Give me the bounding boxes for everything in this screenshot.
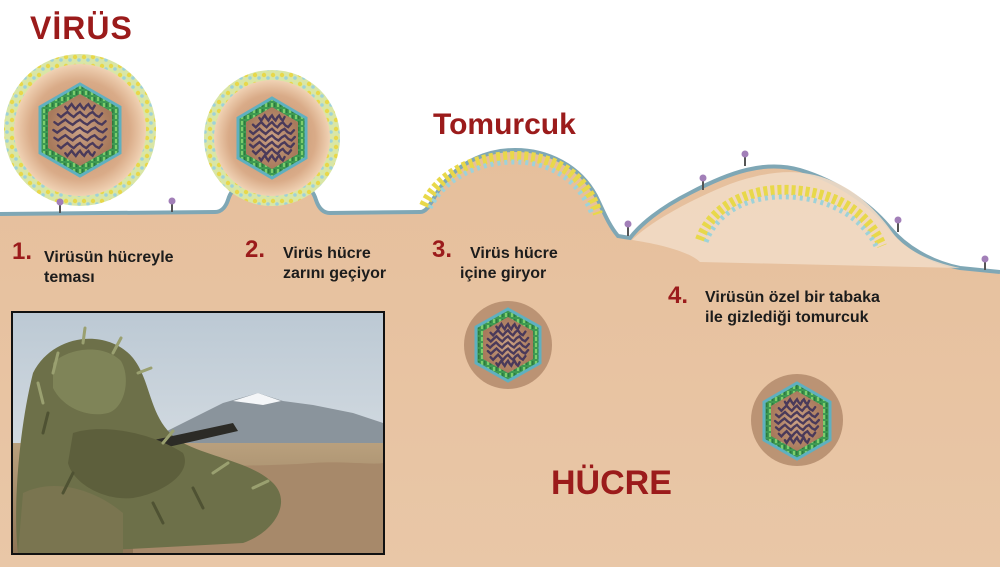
- rna-coil-segment: [53, 133, 107, 142]
- budding-envelope: [419, 150, 603, 216]
- rna-coil-segment: [489, 352, 527, 362]
- rna-coil-segment: [486, 334, 530, 344]
- step-1-line2: teması: [44, 269, 95, 286]
- rna-coil-segment: [783, 435, 811, 446]
- cell-label: HÜCRE: [551, 464, 672, 502]
- rna-coil-segment: [64, 148, 96, 158]
- photo-illustration: [13, 313, 383, 553]
- receptor-icon: [981, 255, 989, 270]
- rna-coil-segment: [774, 423, 820, 432]
- rna-coil-segment: [248, 140, 296, 149]
- step-4-line2: ile gizlediği tomurcuk: [705, 309, 869, 326]
- membrane-receptors: [56, 150, 989, 270]
- rna-coil-segment: [489, 328, 527, 338]
- virus-stage-2: [204, 70, 340, 206]
- step-1-number: 1.: [12, 238, 33, 265]
- budding-envelope-2: [695, 184, 887, 249]
- rna-coil-segment: [777, 429, 817, 439]
- step-2-line2: zarını geçiyor: [283, 265, 387, 282]
- rna-coil-segment: [495, 358, 521, 369]
- ghillie-suit-figure: [16, 326, 282, 553]
- rna-coil-segment: [251, 147, 293, 156]
- rna-coil-segment: [485, 340, 531, 350]
- bud-pocket: [632, 172, 960, 268]
- rna-coil-segment: [495, 321, 521, 332]
- rna-coil-segment: [64, 102, 96, 112]
- rna-coil-segment: [258, 113, 286, 123]
- rna-coil-segment: [773, 416, 821, 426]
- receptor-icon: [894, 216, 902, 232]
- rna-coil-segment: [777, 403, 817, 413]
- internal-capsid-3: [464, 301, 552, 389]
- rna-coil-segment: [56, 110, 104, 119]
- receptor-icon: [624, 220, 632, 236]
- rna-coil-segment: [52, 125, 108, 135]
- rna-coil-segment: [248, 127, 296, 136]
- step-3-line1: Virüs hücre: [470, 245, 558, 262]
- rna-coil-segment: [774, 410, 820, 419]
- step-3-number: 3.: [432, 236, 453, 263]
- virus-title: VİRÜS: [30, 10, 133, 46]
- step-2-number: 2.: [245, 236, 266, 263]
- step-4-line1: Virüsün özel bir tabaka: [705, 289, 880, 306]
- rna-coil-segment: [783, 396, 811, 407]
- step-2-line1: Virüs hücre: [283, 245, 371, 262]
- rna-coil-segment: [56, 141, 104, 150]
- rna-coil-segment: [486, 346, 530, 356]
- rna-coil-segment: [251, 120, 293, 129]
- receptor-icon: [699, 174, 707, 190]
- step-3-line2: içine giryor: [460, 265, 547, 282]
- step-4-number: 4.: [668, 282, 689, 309]
- receptor-icon: [168, 197, 176, 212]
- receptor-icon: [56, 198, 64, 213]
- camouflage-soldier-photo: [11, 311, 385, 555]
- rna-coil-segment: [258, 153, 286, 163]
- receptor-icon: [741, 150, 749, 166]
- rna-coils: [52, 102, 821, 446]
- virus-stage-1: [4, 54, 156, 206]
- rna-coil-segment: [248, 133, 296, 143]
- rna-coil-segment: [53, 118, 107, 127]
- step-1-line1: Virüsün hücreyle: [44, 249, 174, 266]
- budding-label: Tomurcuk: [433, 108, 576, 141]
